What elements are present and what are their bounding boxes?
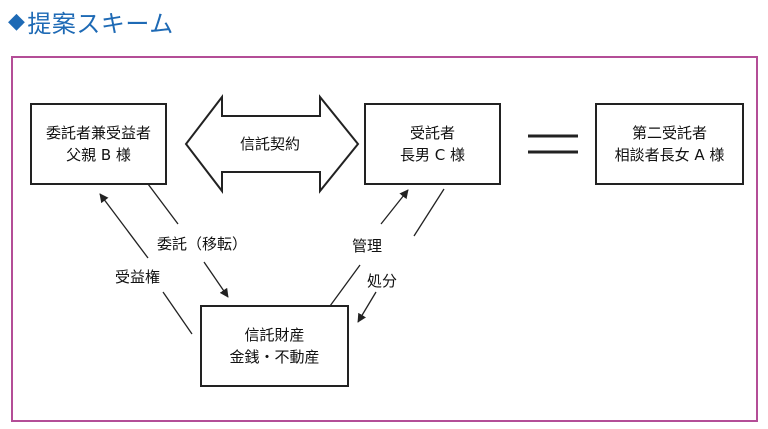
beneficial-right-arrow-upper [99,193,149,259]
settlor-title: 委託者兼受益者 [45,124,151,142]
trust-property-content: 金銭・不動産 [229,348,320,366]
second-trustee-name: 相談者長女 A 様 [614,146,725,164]
page-title: ◆ 提案スキーム [8,4,174,38]
trustee-to-property-line-upper [413,188,445,237]
page-title-text: 提案スキーム [27,9,174,38]
trustee-name: 長男 C 様 [399,146,465,164]
settlor-box: 委託者兼受益者 父親 B 様 [30,103,167,185]
trustee-box: 受託者 長男 C 様 [364,103,501,185]
second-trustee-box: 第二受託者 相談者長女 A 様 [595,103,744,185]
scheme-frame [11,56,758,422]
trustee-to-property-line-lower [329,264,361,307]
entrust-label: 委託（移転） [157,235,248,253]
entrust-line [147,183,179,225]
trust-property-box: 信託財産 金銭・不動産 [200,305,349,387]
management-label: 管理 [352,237,383,255]
beneficial-right-label: 受益権 [115,268,161,286]
contract-label: 信託契約 [240,135,301,153]
contract-arrow [184,94,360,194]
trust-property-title: 信託財産 [244,326,305,344]
diamond-icon: ◆ [8,8,26,34]
trustee-title: 受託者 [409,124,455,142]
disposal-arrow [357,291,377,323]
disposal-label: 処分 [367,272,398,290]
beneficial-right-line-lower [162,291,193,335]
management-arrow [380,189,409,225]
settlor-name: 父親 B 様 [66,146,131,164]
entrust-arrow [203,261,229,298]
second-trustee-title: 第二受託者 [631,124,707,142]
